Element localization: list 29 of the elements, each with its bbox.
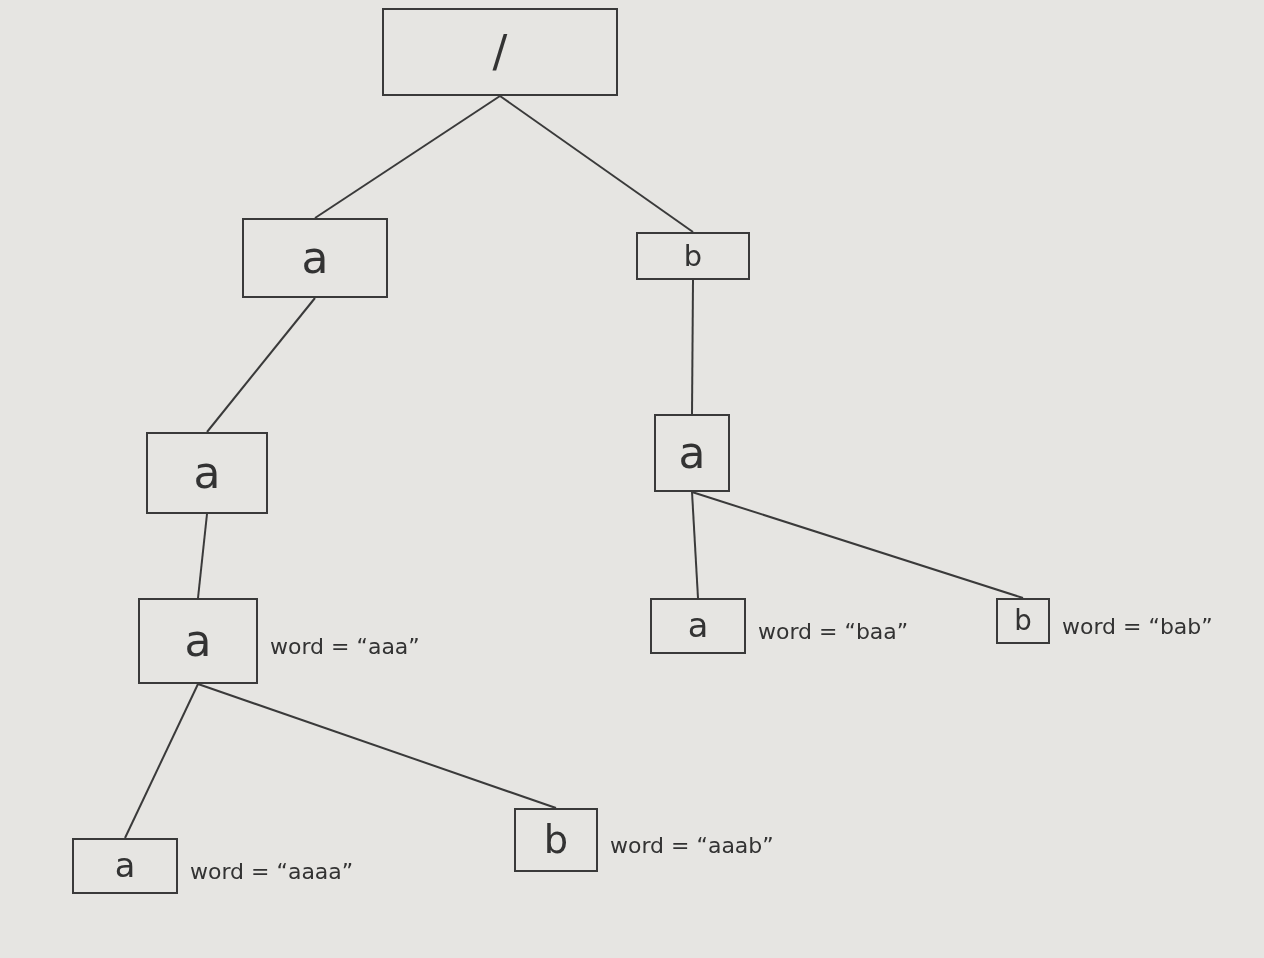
word-annotation: word = “baa”: [758, 618, 909, 644]
tree-node-box: [146, 432, 268, 514]
tree-edge: [206, 297, 316, 433]
node-letter: a: [184, 619, 212, 663]
node-letter: b: [1014, 607, 1032, 635]
tree-edge: [314, 95, 501, 219]
tree-edge: [691, 279, 694, 415]
tree-edge: [691, 491, 699, 599]
tree-edge: [197, 683, 557, 809]
node-letter: a: [114, 849, 136, 883]
node-letter: a: [678, 431, 706, 475]
tree-edge: [124, 683, 199, 839]
word-annotation: word = “aaab”: [610, 832, 774, 858]
tree-node-box: [242, 218, 388, 298]
node-letter: a: [193, 451, 221, 495]
node-letter: b: [683, 241, 703, 271]
node-letter: /: [492, 30, 508, 74]
tree-node-box: [636, 232, 750, 280]
word-annotation: word = “aaaa”: [190, 858, 354, 884]
tree-edge: [197, 513, 208, 599]
node-letter: b: [543, 820, 569, 860]
word-annotation: word = “aaa”: [270, 633, 420, 659]
tree-node-box: [654, 414, 730, 492]
tree-edge: [499, 95, 694, 233]
tree-edge: [691, 491, 1024, 599]
node-letter: a: [301, 236, 329, 280]
tree-node-box: [382, 8, 618, 96]
word-annotation: word = “bab”: [1062, 613, 1213, 639]
node-letter: a: [687, 609, 709, 643]
